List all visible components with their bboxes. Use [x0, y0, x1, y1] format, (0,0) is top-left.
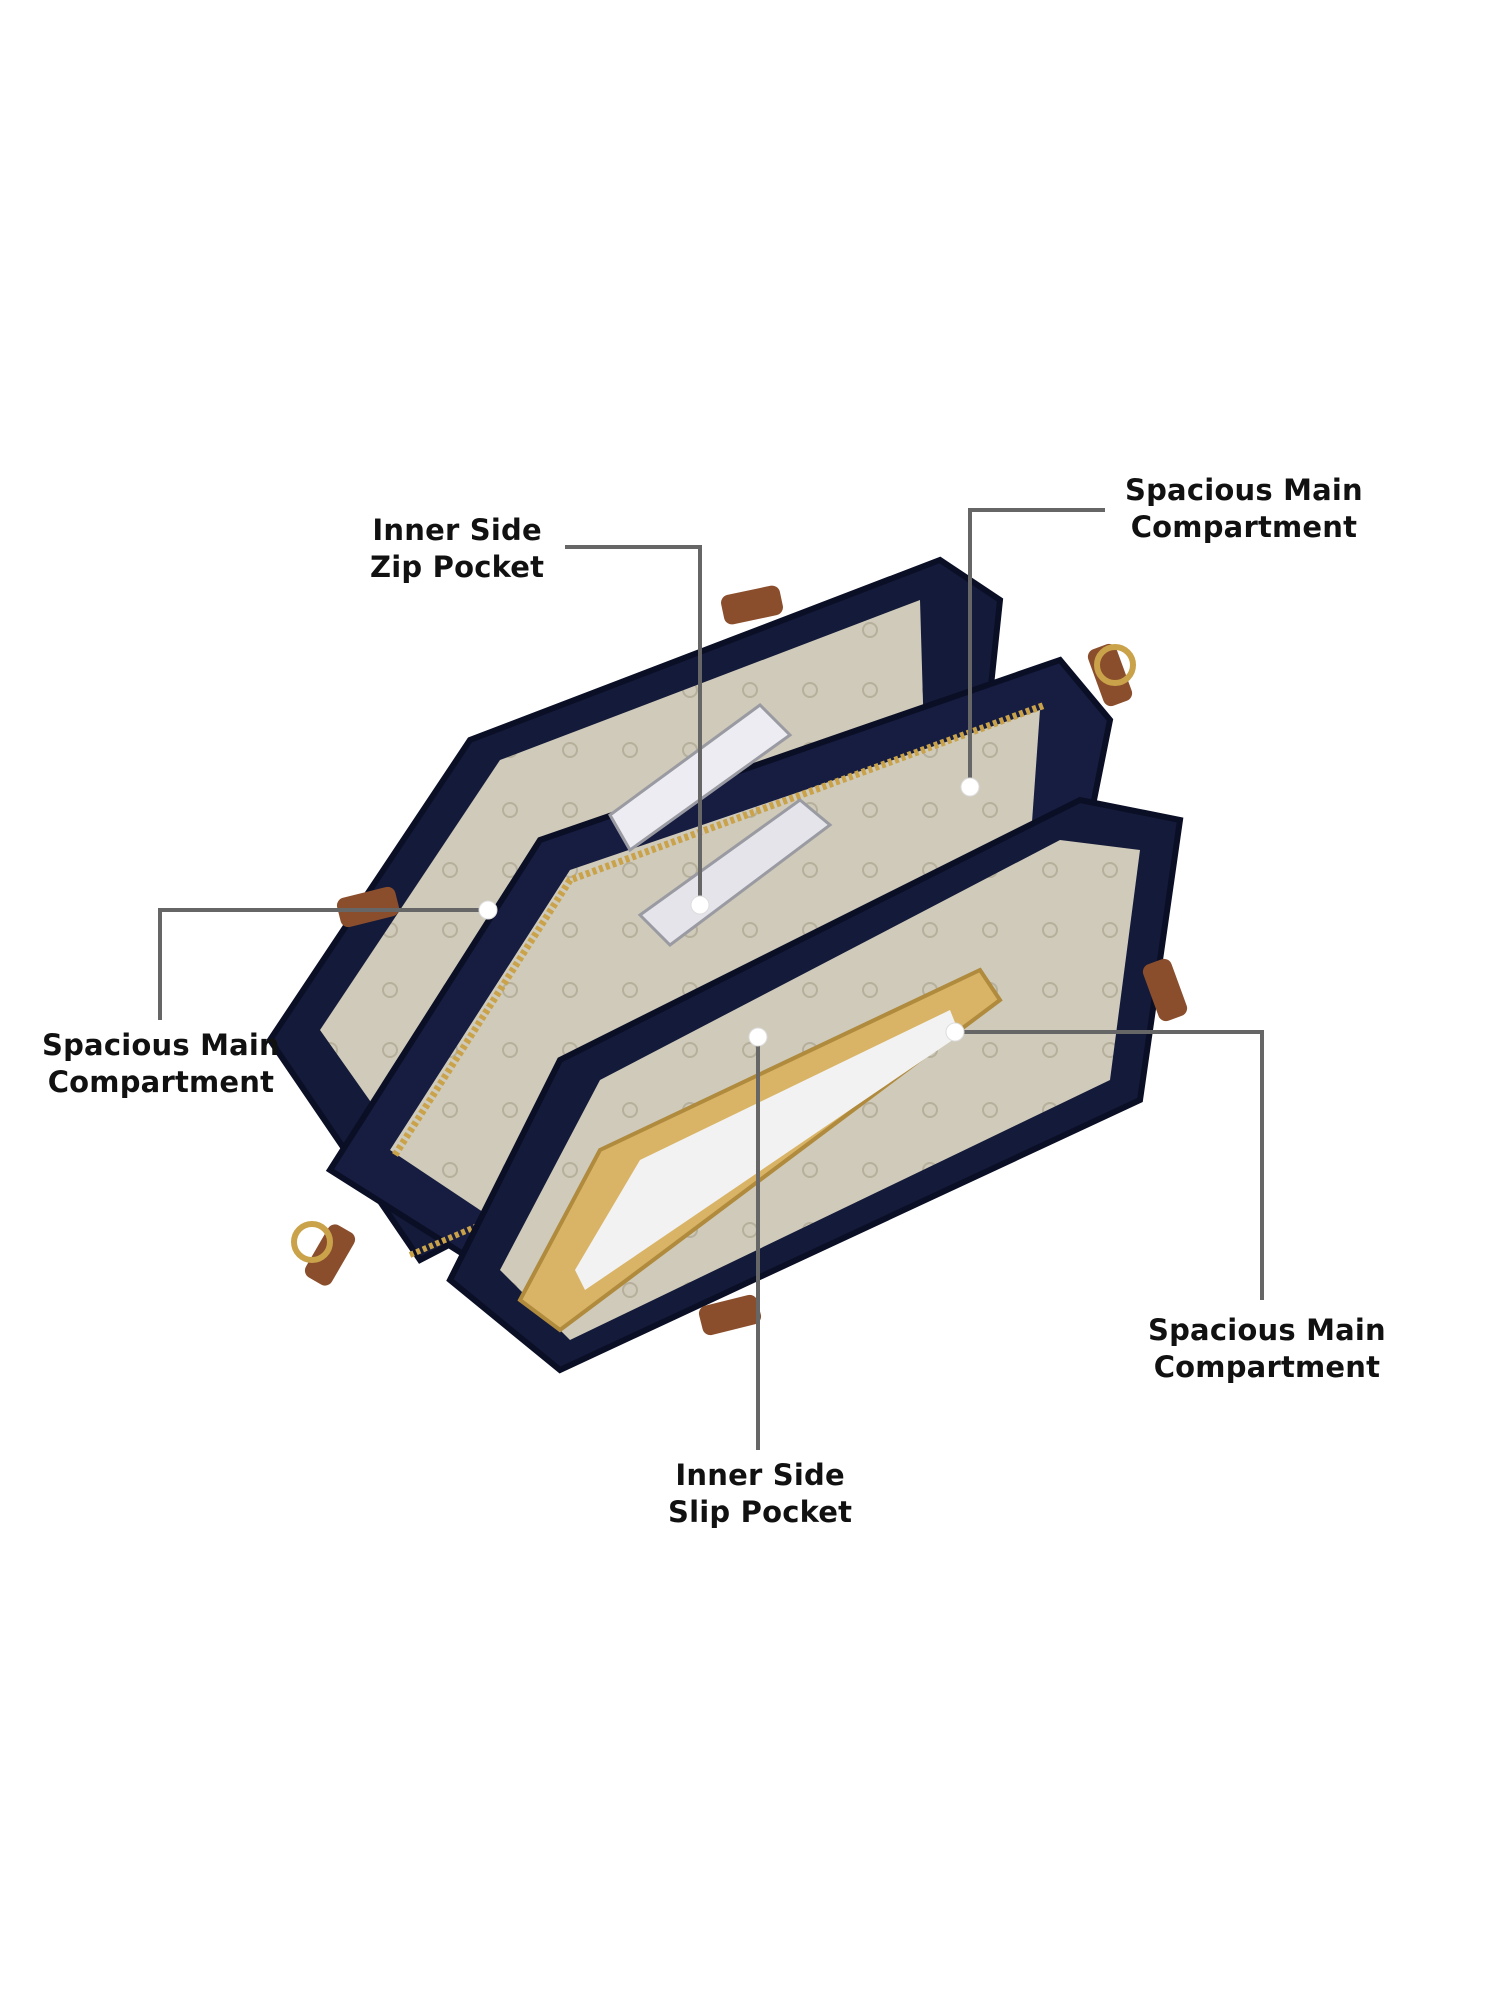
- callout-dot: [960, 777, 980, 797]
- strap-tab: [1142, 958, 1188, 1022]
- strap-tab: [336, 886, 400, 928]
- zipper: [392, 701, 1047, 1157]
- callout-line-1: Spacious Main: [1125, 473, 1363, 507]
- callout-line-2: Zip Pocket: [370, 550, 545, 584]
- callout-inner-side-slip-pocket: Inner Side Slip Pocket: [668, 1457, 852, 1531]
- callout-line-1: Inner Side: [675, 1458, 845, 1492]
- strap-tab: [304, 1224, 356, 1286]
- callout-line-2: Compartment: [47, 1065, 275, 1099]
- callout-dots: [478, 777, 980, 1047]
- leader-zip-pocket: [565, 545, 702, 905]
- callout-spacious-main-bottom-right: Spacious Main Compartment: [1148, 1312, 1386, 1386]
- gold-ring: [1094, 644, 1136, 686]
- callout-line-1: Inner Side: [372, 513, 542, 547]
- callout-dot: [478, 900, 498, 920]
- strap-tab: [698, 1294, 762, 1336]
- leader-main-top-right: [968, 508, 1105, 787]
- callout-dot: [690, 895, 710, 915]
- callout-line-2: Compartment: [1130, 510, 1358, 544]
- callout-spacious-main-left: Spacious Main Compartment: [42, 1027, 280, 1101]
- callout-line-2: Slip Pocket: [668, 1495, 853, 1529]
- gold-ring: [291, 1221, 333, 1263]
- callout-line-1: Spacious Main: [1148, 1313, 1386, 1347]
- phone-item: [637, 798, 833, 947]
- callout-line-1: Spacious Main: [42, 1028, 280, 1062]
- callout-dot: [748, 1027, 768, 1047]
- leader-main-left: [158, 908, 485, 1020]
- callout-lines: [158, 508, 1264, 1450]
- callout-dot: [945, 1022, 965, 1042]
- strap-tab: [721, 585, 783, 625]
- leader-main-bottom-right: [955, 1030, 1264, 1300]
- callout-inner-side-zip-pocket: Inner Side Zip Pocket: [370, 512, 544, 586]
- callout-line-2: Compartment: [1153, 1350, 1381, 1384]
- callout-spacious-main-top-right: Spacious Main Compartment: [1125, 472, 1363, 546]
